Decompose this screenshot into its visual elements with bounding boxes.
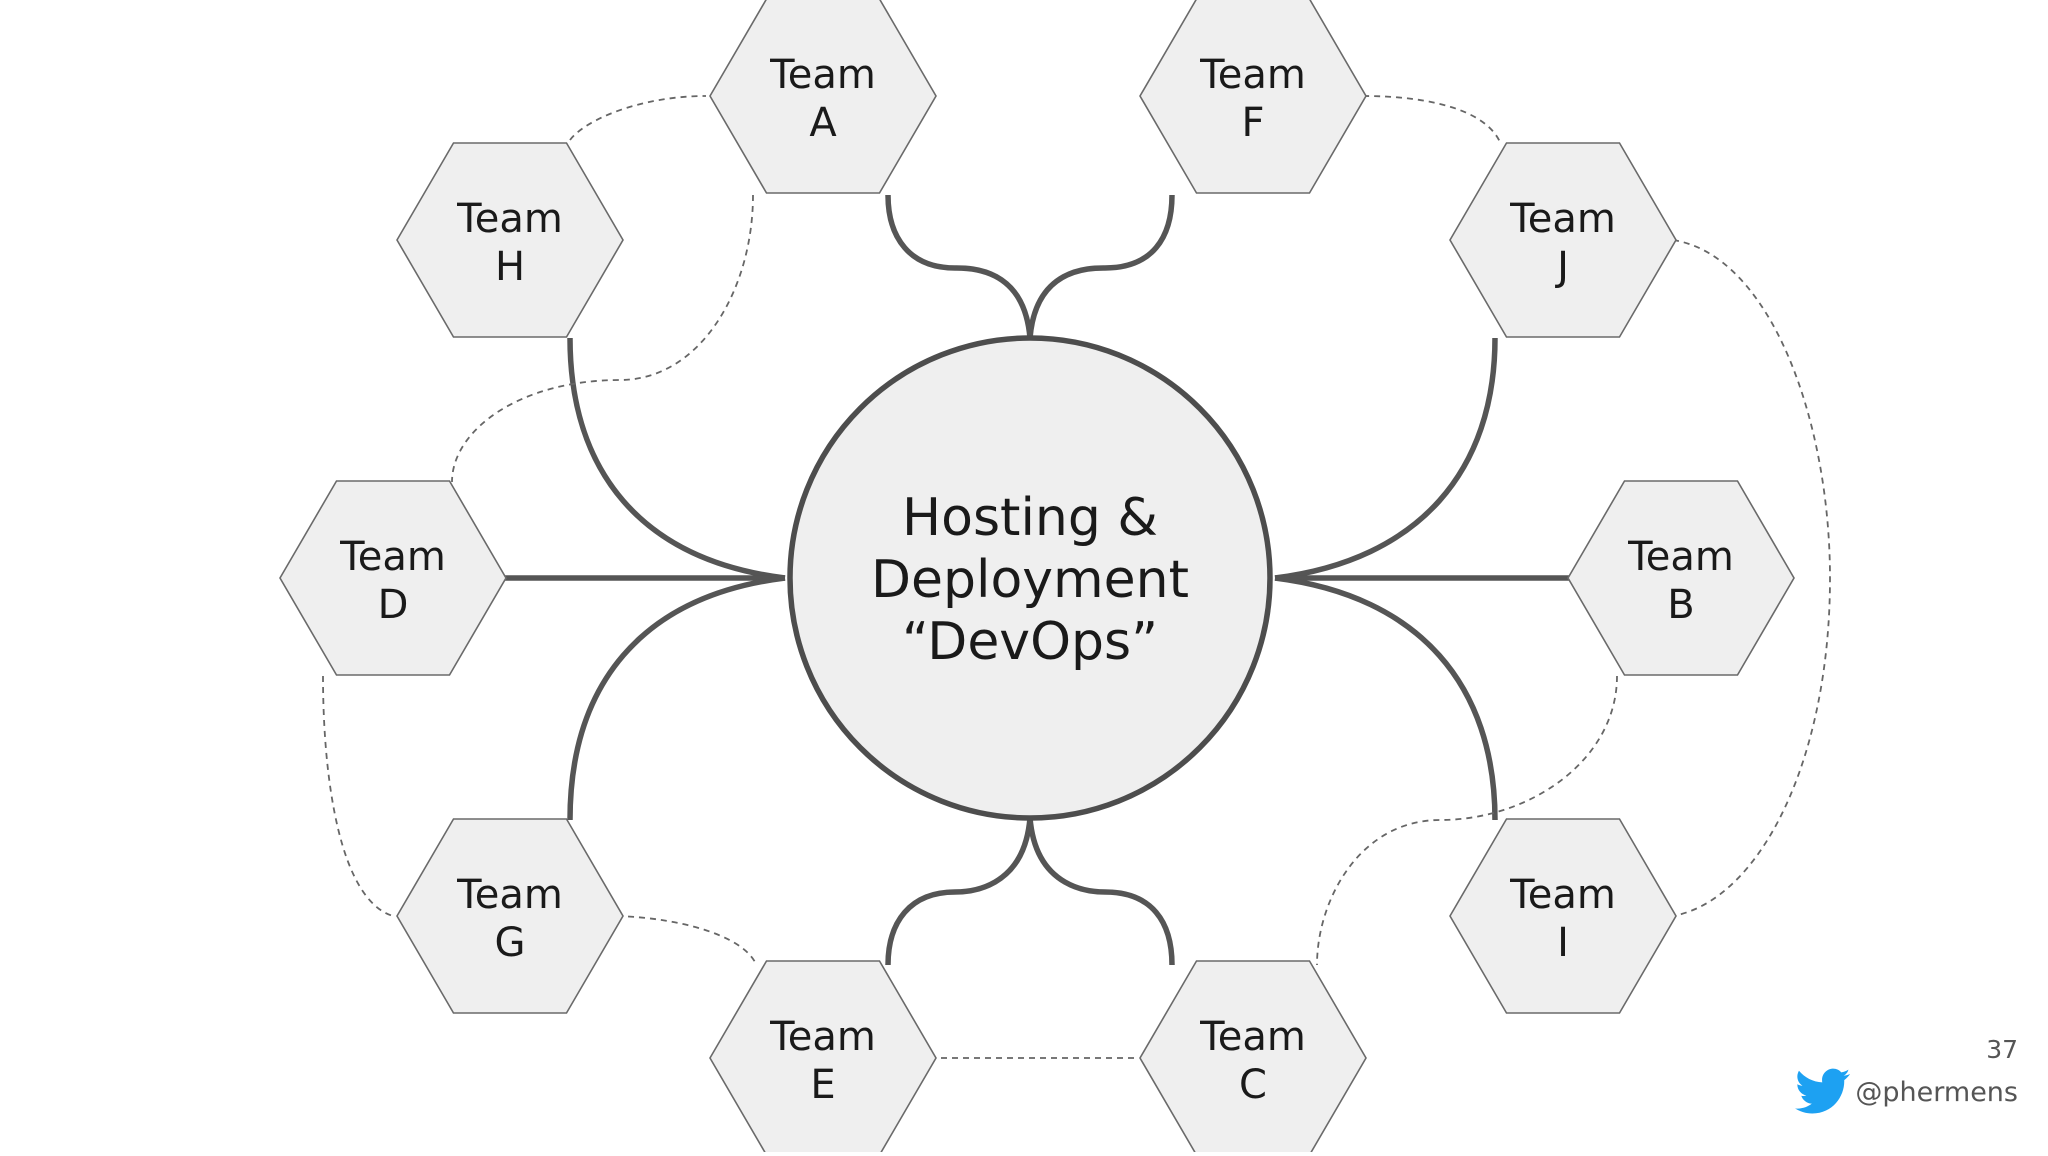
link-hub-j [1274, 337, 1498, 581]
team-d-label-line-2: D [378, 582, 409, 628]
team-g-label-line-2: G [495, 920, 526, 966]
twitter-handle: @phermens [1855, 1076, 2018, 1108]
team-g-label-line-1: Team [456, 872, 563, 918]
team-j-hexagon [1449, 142, 1677, 338]
link-hub-f [1027, 194, 1175, 339]
team-h-hexagon [396, 142, 624, 338]
link-d-g [322, 675, 394, 917]
team-j-label-line-1: Team [1509, 196, 1616, 242]
team-a-label-line-2: A [809, 100, 837, 146]
peer-links [322, 95, 1831, 1059]
team-hexagons: TeamATeamFTeamHTeamJTeamDTeamBTeamGTeamI… [279, 0, 1795, 1156]
team-i-label-line-1: Team [1509, 872, 1616, 918]
hub-label-line-2: Deployment [871, 550, 1189, 610]
link-b-c [1316, 675, 1618, 966]
team-b-label-line-2: B [1667, 582, 1694, 628]
team-b-hexagon [1567, 480, 1795, 676]
team-d-hexagon [279, 480, 507, 676]
link-f-j [1362, 95, 1501, 143]
team-h-label-line-2: H [495, 244, 525, 290]
hub-label-line-3: “DevOps” [902, 612, 1158, 672]
slide-number: 37 [1986, 1035, 2018, 1064]
hub-node: Hosting & Deployment “DevOps” [787, 335, 1273, 821]
team-f-label-line-2: F [1241, 100, 1264, 146]
link-g-e [616, 915, 756, 963]
link-h-a [569, 95, 707, 141]
team-b-label-line-1: Team [1627, 534, 1734, 580]
team-i-label-line-2: I [1557, 920, 1569, 966]
team-j-label-line-2: J [1554, 244, 1569, 290]
link-j-i [1672, 239, 1831, 917]
hub-circle [787, 335, 1273, 821]
link-hub-a [885, 194, 1033, 339]
team-c-label-line-1: Team [1199, 1014, 1306, 1060]
team-i-hexagon [1449, 818, 1677, 1014]
twitter-bird-icon [1795, 1068, 1851, 1114]
twitter-handle-row: @phermens [1795, 1068, 2018, 1116]
link-hub-e [885, 817, 1033, 966]
team-a-label-line-1: Team [769, 52, 876, 98]
team-g-hexagon [396, 818, 624, 1014]
team-a-hexagon [709, 0, 937, 194]
team-f-label-line-1: Team [1199, 52, 1306, 98]
link-hub-i [1274, 575, 1498, 821]
hub-links [500, 194, 1571, 966]
link-hub-c [1027, 817, 1175, 966]
team-e-label-line-1: Team [769, 1014, 876, 1060]
team-c-label-line-2: C [1239, 1062, 1267, 1108]
team-e-label-line-2: E [810, 1062, 835, 1108]
team-h-label-line-1: Team [456, 196, 563, 242]
link-hub-g [567, 575, 786, 821]
slide-footer: 37 @phermens [1795, 1035, 2018, 1116]
team-f-hexagon [1139, 0, 1367, 194]
link-hub-h [567, 337, 786, 581]
hub-label-line-1: Hosting & [902, 488, 1158, 548]
team-d-label-line-1: Team [339, 534, 446, 580]
